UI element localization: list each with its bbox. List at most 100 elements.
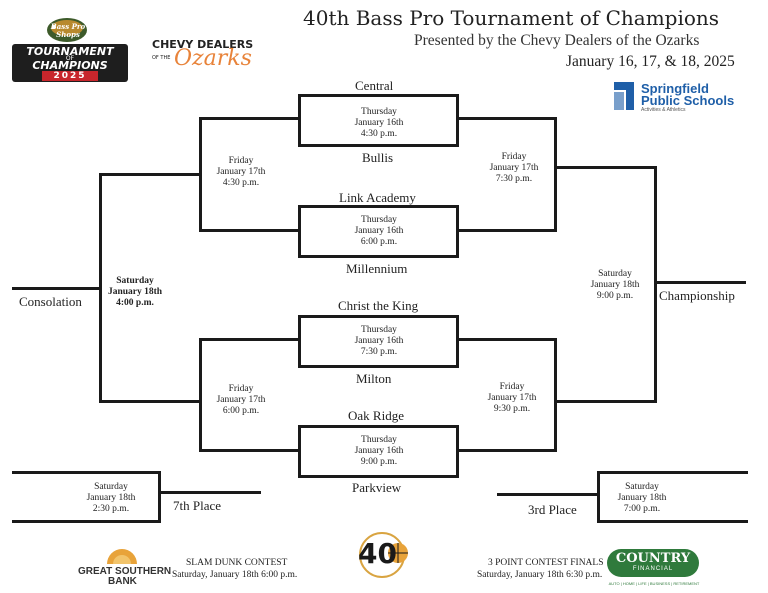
- game-date: January 17th: [216, 395, 266, 405]
- bass-pro-line2: OF: [65, 55, 75, 62]
- game-day: Saturday: [598, 269, 632, 279]
- sps-line1: Springfield: [641, 81, 709, 96]
- game-4-info: Thursday January 16th 9:00 p.m.: [301, 435, 457, 468]
- game-date: January 16th: [354, 446, 404, 456]
- game-2-info: Thursday January 16th 6:00 p.m.: [301, 215, 457, 248]
- springfield-schools-logo: Springfield Public Schools Activities & …: [614, 81, 744, 113]
- bass-pro-line1: TOURNAMENT: [26, 45, 114, 58]
- consolation-semi-2-info: Friday January 17th 6:00 p.m.: [202, 384, 280, 417]
- third-place-info: Saturday January 18th 7:00 p.m.: [603, 482, 681, 515]
- page-title: 40th Bass Pro Tournament of Champions: [303, 6, 720, 30]
- team-link-academy: Link Academy: [339, 190, 416, 205]
- game-time: 9:00 p.m.: [360, 457, 398, 467]
- chevy-dealers-logo: CHEVY DEALERS OF THE Ozarks: [152, 38, 267, 84]
- bracket-line: [456, 338, 557, 341]
- tournament-dates: January 16, 17, & 18, 2025: [566, 53, 735, 70]
- slam-dunk-title: SLAM DUNK CONTEST: [186, 558, 288, 568]
- game-day: Thursday: [361, 215, 397, 225]
- team-milton: Milton: [356, 371, 392, 386]
- game-day: Friday: [228, 156, 254, 166]
- consolation-label: Consolation: [19, 294, 82, 309]
- country-tagline: AUTO | HOME | LIFE | BUSINESS | RETIREME…: [608, 581, 700, 586]
- bracket-line: [497, 493, 600, 496]
- game-day: Friday: [501, 152, 527, 162]
- consolation-semi-1-info: Friday January 17th 4:30 p.m.: [202, 156, 280, 189]
- game-3-info: Thursday January 16th 7:30 p.m.: [301, 325, 457, 358]
- game-date: January 17th: [489, 163, 539, 173]
- fortieth-anniversary-logo: 40: [354, 531, 410, 579]
- bass-pro-year: 2025: [42, 71, 98, 81]
- game-box-3: [298, 315, 459, 368]
- bracket-line: [12, 287, 102, 290]
- third-place-box: [597, 471, 748, 523]
- country-line1: COUNTRY: [615, 551, 691, 566]
- bracket-line: [456, 229, 557, 232]
- game-day: Thursday: [361, 325, 397, 335]
- consolation-final-info: Saturday January 18th 4:00 p.m.: [104, 276, 166, 309]
- bracket-line: [554, 338, 557, 451]
- championship-info: Saturday January 18th 9:00 p.m.: [580, 269, 650, 302]
- game-day: Friday: [228, 384, 254, 394]
- bracket-line: [654, 281, 746, 284]
- team-millennium: Millennium: [346, 261, 408, 276]
- bracket-line: [199, 117, 301, 120]
- bracket-line: [199, 229, 301, 232]
- game-date: January 17th: [487, 393, 537, 403]
- championship-label: Championship: [659, 288, 735, 303]
- game-time: 7:30 p.m.: [360, 347, 398, 357]
- game-date: January 16th: [354, 336, 404, 346]
- game-date: January 16th: [354, 118, 404, 128]
- bracket-line: [157, 491, 261, 494]
- seventh-place-label: 7th Place: [173, 498, 222, 513]
- game-time: 2:30 p.m.: [92, 504, 130, 514]
- bracket-line: [199, 338, 301, 341]
- game-day: Friday: [499, 382, 525, 392]
- third-place-label: 3rd Place: [528, 502, 577, 517]
- game-time: 9:30 p.m.: [493, 404, 531, 414]
- game-time: 4:00 p.m.: [116, 298, 154, 308]
- game-date: January 18th: [107, 287, 163, 297]
- bracket-line: [199, 449, 301, 452]
- anniversary-number: 40: [358, 537, 397, 570]
- page-subtitle: Presented by the Chevy Dealers of the Oz…: [414, 32, 700, 49]
- game-box-4: [298, 425, 459, 478]
- game-day: Thursday: [361, 107, 397, 117]
- bracket-line: [456, 449, 557, 452]
- game-day: Thursday: [361, 435, 397, 445]
- gsb-sun-icon: [105, 546, 139, 564]
- team-bullis: Bullis: [362, 150, 394, 165]
- seventh-place-info: Saturday January 18th 2:30 p.m.: [72, 482, 150, 515]
- chevy-line3: Ozarks: [174, 46, 252, 71]
- game-day: Saturday: [94, 482, 128, 492]
- bracket-line: [654, 166, 657, 403]
- bracket-line: [456, 117, 557, 120]
- semifinal-1-info: Friday January 17th 7:30 p.m.: [475, 152, 553, 185]
- gsb-line1: GREAT SOUTHERN: [78, 566, 172, 577]
- country-line2: FINANCIAL: [632, 566, 674, 572]
- bracket-line: [99, 173, 202, 176]
- game-date: January 16th: [354, 226, 404, 236]
- anniversary-emblem-icon: [359, 532, 408, 578]
- team-central: Central: [355, 78, 394, 93]
- bracket-line: [554, 117, 557, 231]
- team-christ-the-king: Christ the King: [338, 298, 419, 313]
- bracket-line: [99, 400, 202, 403]
- game-time: 6:00 p.m.: [360, 237, 398, 247]
- bracket-line: [199, 338, 202, 451]
- bracket-line: [554, 400, 657, 403]
- three-point-title: 3 POINT CONTEST FINALS: [488, 558, 604, 568]
- team-oak-ridge: Oak Ridge: [348, 408, 404, 423]
- game-time: 6:00 p.m.: [222, 406, 260, 416]
- game-date: January 18th: [617, 493, 667, 503]
- three-point-when: Saturday, January 18th 6:30 p.m.: [477, 570, 603, 580]
- team-parkview: Parkview: [352, 480, 402, 495]
- game-time: 7:30 p.m.: [495, 174, 533, 184]
- sps-line2: Public Schools: [641, 93, 735, 108]
- game-day: Saturday: [625, 482, 659, 492]
- game-day: Saturday: [116, 276, 154, 286]
- bass-fish-icon: [44, 14, 90, 44]
- game-time: 4:30 p.m.: [222, 178, 260, 188]
- game-date: January 18th: [590, 280, 640, 290]
- chevy-line1: CHEVY DEALERS: [152, 38, 254, 51]
- great-southern-bank-logo: GREAT SOUTHERN BANK: [78, 546, 172, 587]
